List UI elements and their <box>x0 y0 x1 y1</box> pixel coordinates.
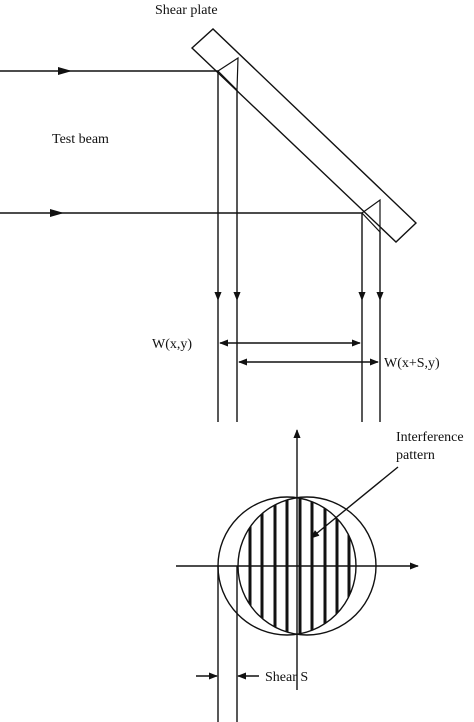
fringe-lines <box>248 497 351 635</box>
w-xy-label: W(x,y) <box>152 337 192 352</box>
internal-reflection-bottom <box>361 198 381 234</box>
w-xsy-label: W(x+S,y) <box>384 356 440 371</box>
interference-label-line1: Interference <box>396 430 464 445</box>
shear-plate <box>190 28 418 243</box>
incoming-beam-top-arrow <box>58 67 72 75</box>
incoming-beam-bottom-arrow <box>50 209 64 217</box>
shear-plate-label: Shear plate <box>155 3 218 18</box>
internal-reflection-top <box>217 56 239 92</box>
shear-s-label: Shear S <box>265 670 308 685</box>
interference-label-line2: pattern <box>396 448 435 463</box>
interference-leader-arrow <box>310 466 399 539</box>
wavefront-circle-right <box>237 496 377 636</box>
test-beam-label: Test beam <box>52 132 109 147</box>
